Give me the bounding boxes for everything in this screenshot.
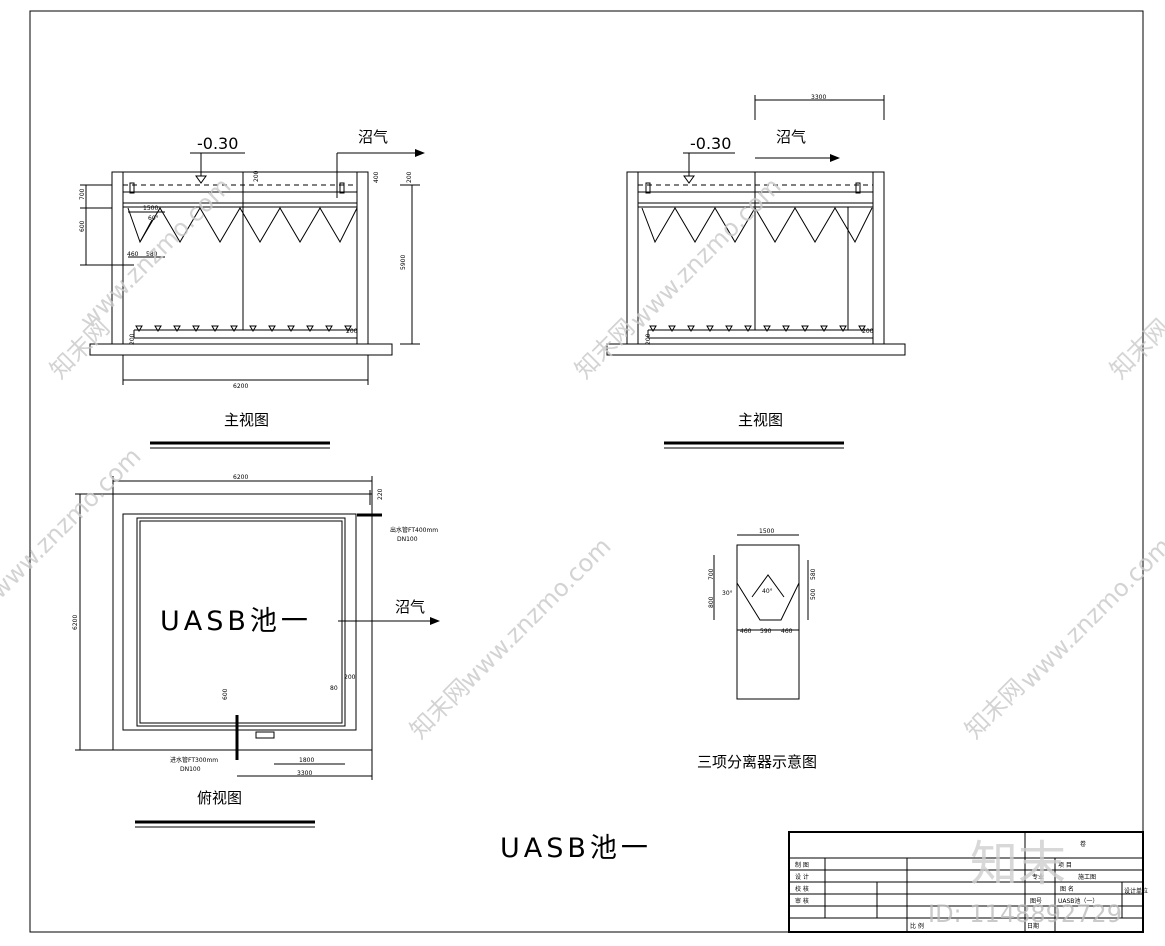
dim-height: 5900 xyxy=(400,255,407,270)
svg-text:www.znzmo.com: www.znzmo.com xyxy=(454,532,616,694)
svg-text:专业: 专业 xyxy=(1032,873,1044,881)
svg-text:200: 200 xyxy=(344,674,356,681)
svg-text:1500: 1500 xyxy=(143,205,158,212)
svg-text:600: 600 xyxy=(222,688,229,700)
svg-text:知末网: 知末网 xyxy=(1104,314,1165,385)
svg-text:200: 200 xyxy=(862,328,874,335)
left-wall xyxy=(111,171,124,345)
svg-text:590: 590 xyxy=(760,628,772,635)
svg-text:图号: 图号 xyxy=(1030,898,1042,905)
biogas-label-3: 沼气 xyxy=(395,598,425,616)
svg-text:460: 460 xyxy=(781,628,793,635)
biogas-label: 沼气 xyxy=(358,128,388,146)
pipe-out-label: 出水管FT400mm xyxy=(390,526,438,534)
svg-text:UASB池（一）: UASB池（一） xyxy=(1058,897,1098,905)
distributor-nozzles-2 xyxy=(649,325,866,332)
front-view-2: -0.30 沼气 3300 200 200 主视图 xyxy=(606,94,906,449)
right-wall xyxy=(356,171,369,345)
watermarks: 知末网 www.znzmo.com 知末网 www.znzmo.com www.… xyxy=(0,172,1165,928)
svg-text:220: 220 xyxy=(377,488,384,500)
svg-text:200: 200 xyxy=(406,171,413,183)
sep-dim-top: 1500 xyxy=(759,528,774,535)
svg-text:设 计: 设 计 xyxy=(795,873,809,881)
svg-text:700: 700 xyxy=(79,188,86,200)
sheet-border xyxy=(29,10,1144,933)
svg-text:www.znzmo.com: www.znzmo.com xyxy=(0,442,147,604)
plan-inner-wall xyxy=(122,513,357,731)
svg-text:DN100: DN100 xyxy=(397,536,418,543)
svg-text:www.znzmo.com: www.znzmo.com xyxy=(1014,532,1165,694)
svg-text:200: 200 xyxy=(645,333,652,345)
plan-tank-label: UASB池一 xyxy=(160,606,312,637)
dim-top-2: 3300 xyxy=(811,94,826,101)
svg-text:知末网: 知末网 xyxy=(959,674,1030,745)
svg-text:施工图: 施工图 xyxy=(1078,873,1096,881)
svg-text:制 图: 制 图 xyxy=(795,861,809,869)
svg-text:580: 580 xyxy=(810,568,817,580)
main-title: UASB池一 xyxy=(500,833,652,864)
svg-text:3300: 3300 xyxy=(297,770,312,777)
svg-text:卷: 卷 xyxy=(1080,840,1086,848)
svg-text:比 例: 比 例 xyxy=(910,922,924,930)
svg-text:图 名: 图 名 xyxy=(1060,885,1074,893)
separator-body xyxy=(736,544,800,700)
svg-text:40°: 40° xyxy=(762,588,773,595)
plan-dim-top: 6200 xyxy=(233,474,248,481)
watermark-id: ID: 1148892729 xyxy=(928,900,1122,928)
svg-text:www.znzmo.com: www.znzmo.com xyxy=(74,172,236,334)
svg-text:460: 460 xyxy=(740,628,752,635)
svg-text:800: 800 xyxy=(708,596,715,608)
svg-text:460: 460 xyxy=(127,251,139,258)
front-view-1: -0.30 沼气 6200 5900 700 600 1500 60° 460 … xyxy=(79,128,425,449)
svg-text:400: 400 xyxy=(373,171,380,183)
svg-text:DN100: DN100 xyxy=(180,766,201,773)
svg-text:审 核: 审 核 xyxy=(795,897,809,905)
svg-text:知末网: 知末网 xyxy=(569,314,640,385)
svg-text:项 目: 项 目 xyxy=(1058,862,1072,869)
dim-width: 6200 xyxy=(233,383,248,390)
svg-text:1800: 1800 xyxy=(299,757,314,764)
svg-text:500: 500 xyxy=(810,588,817,600)
svg-text:700: 700 xyxy=(708,568,715,580)
caption-front-view-1: 主视图 xyxy=(224,411,269,429)
svg-text:校 核: 校 核 xyxy=(795,885,809,893)
separator-detail: 1500 700 800 30° 40° 580 500 460 590 460… xyxy=(697,528,817,771)
svg-text:知末网: 知末网 xyxy=(44,314,115,385)
svg-text:200: 200 xyxy=(253,170,260,182)
svg-text:200: 200 xyxy=(346,328,358,335)
svg-text:580: 580 xyxy=(146,251,158,258)
caption-front-view-2: 主视图 xyxy=(738,411,783,429)
svg-text:www.znzmo.com: www.znzmo.com xyxy=(624,172,786,334)
level-text: -0.30 xyxy=(197,134,238,153)
svg-text:设计单位: 设计单位 xyxy=(1124,887,1148,895)
title-block: 制 图 设 计 校 核 审 核 比 例 日期 卷 项 目 专业 施工图 UASB… xyxy=(788,831,1148,933)
plan-outer-wall xyxy=(112,493,373,751)
watermark-logo: 知末 xyxy=(970,836,1066,892)
svg-text:80: 80 xyxy=(330,685,338,692)
plan-dim-left: 6200 xyxy=(72,615,79,630)
caption-plan-view: 俯视图 xyxy=(197,789,242,807)
plan-view: 220 出水管FT400mm DN100 600 进水管FT300mm DN10… xyxy=(72,474,440,828)
level-text-2: -0.30 xyxy=(690,134,731,153)
caption-separator: 三项分离器示意图 xyxy=(697,753,817,771)
biogas-arrow-icon-2 xyxy=(830,154,840,162)
biogas-arrow-icon xyxy=(415,149,425,157)
svg-text:60°: 60° xyxy=(148,215,159,222)
svg-text:日期: 日期 xyxy=(1027,922,1039,930)
biogas-label-2: 沼气 xyxy=(776,128,806,146)
svg-text:200: 200 xyxy=(129,333,136,345)
pipe-in-label: 进水管FT300mm xyxy=(170,756,218,764)
svg-text:30°: 30° xyxy=(722,590,733,597)
svg-text:600: 600 xyxy=(79,220,86,232)
biogas-arrow-icon-3 xyxy=(430,617,440,625)
distributor-nozzles xyxy=(135,325,352,332)
